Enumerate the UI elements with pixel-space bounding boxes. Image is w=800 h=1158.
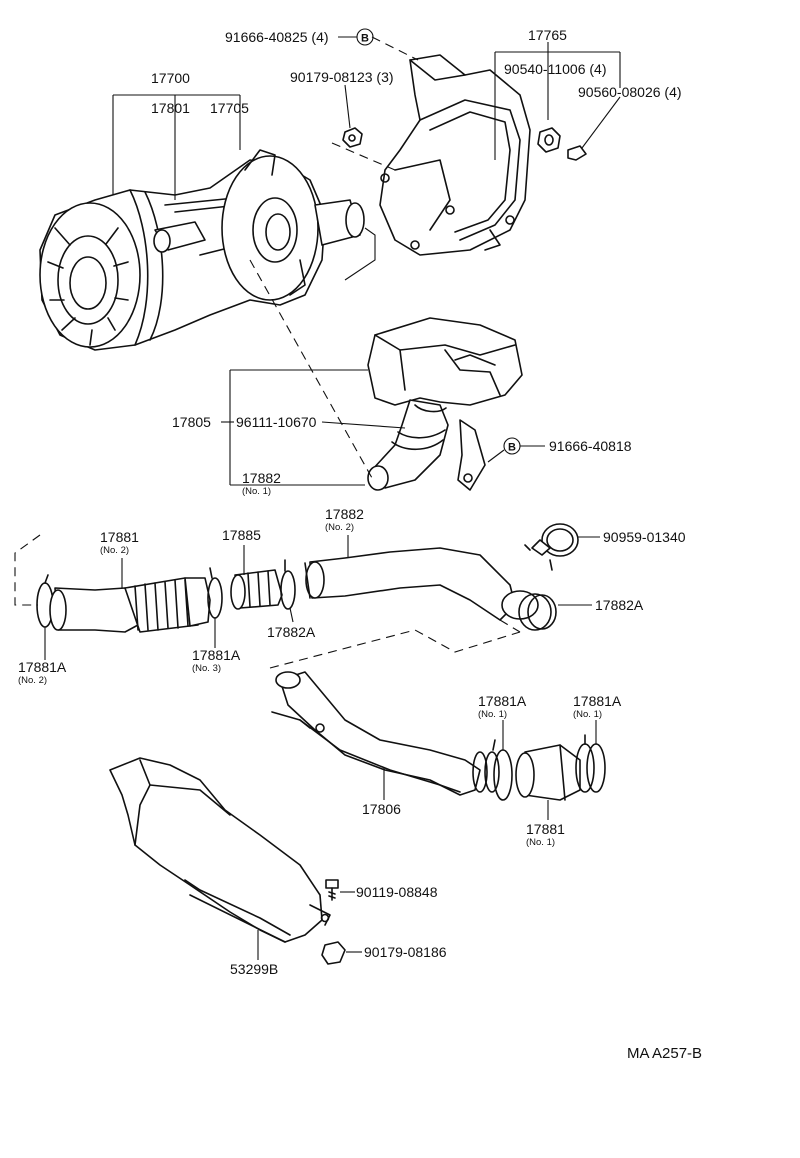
label-17806: 17806: [362, 801, 401, 817]
callout-b-top-letter: B: [361, 33, 369, 45]
label-91666-40818: 91666-40818: [549, 438, 632, 454]
label-90119-08848: 90119-08848: [356, 884, 438, 900]
label-17881-no2: 17881: [100, 529, 139, 545]
labels: 91666-40825 (4) 17765 90179-08123 (3) 90…: [18, 27, 702, 1062]
label-17881A-no3-sub: (No. 3): [192, 663, 221, 674]
label-90560-08026: 90560-08026 (4): [578, 84, 682, 100]
air-cleaner-assembly: [39, 149, 376, 351]
label-17700: 17700: [151, 70, 190, 86]
air-guide-53299B: [109, 757, 331, 943]
label-17881A-no1-left-sub: (No. 1): [478, 709, 507, 720]
resonator-17805: [367, 317, 523, 491]
hose-17882-no2: [304, 547, 557, 631]
leader-lines: [44, 36, 621, 960]
label-17881A-no2-sub: (No. 2): [18, 675, 47, 686]
clamp-90959-01340: [524, 523, 579, 571]
bracket-17765: [379, 54, 531, 256]
label-17705: 17705: [210, 100, 249, 116]
callout-b-mid: B: [503, 437, 521, 455]
label-90179-08123: 90179-08123 (3): [290, 69, 394, 85]
label-90959-01340: 90959-01340: [603, 529, 686, 545]
label-17881-no1-sub: (No. 1): [526, 837, 555, 848]
callout-b-mid-letter: B: [508, 442, 516, 454]
hose-17881-no2: [36, 567, 223, 633]
label-17881-no1: 17881: [526, 821, 565, 837]
label-17882A-right: 17882A: [595, 597, 644, 613]
label-17882-no1: 17882: [242, 470, 281, 486]
label-17765: 17765: [528, 27, 567, 43]
label-17881-no2-sub: (No. 2): [100, 545, 129, 556]
label-17882A-mid: 17882A: [267, 624, 316, 640]
label-17881A-no1-right: 17881A: [573, 693, 622, 709]
label-17882-no2: 17882: [325, 506, 364, 522]
label-17881A-no2: 17881A: [18, 659, 67, 675]
label-96111-10670: 96111-10670: [236, 414, 317, 430]
duct-17806: [271, 671, 500, 796]
label-17801: 17801: [151, 100, 190, 116]
hose-17881-no1: [492, 734, 606, 801]
label-17881A-no1-left: 17881A: [478, 693, 527, 709]
label-91666-40825: 91666-40825 (4): [225, 29, 329, 45]
label-17805: 17805: [172, 414, 211, 430]
label-17882-no1-sub: (No. 1): [242, 486, 271, 497]
hose-17885: [230, 559, 296, 610]
label-17881A-no3: 17881A: [192, 647, 241, 663]
hardware-top: [342, 127, 587, 161]
diagram-reference: MA A257-B: [627, 1045, 702, 1062]
label-90540-11006: 90540-11006 (4): [504, 61, 606, 77]
label-17882-no2-sub: (No. 2): [325, 522, 354, 533]
label-17881A-no1-right-sub: (No. 1): [573, 709, 602, 720]
dashed-connectors: [14, 36, 521, 669]
callout-b-top: B: [356, 28, 374, 46]
hardware-bottom: [321, 879, 346, 965]
label-90179-08186: 90179-08186: [364, 944, 447, 960]
label-17885: 17885: [222, 527, 261, 543]
label-53299B: 53299B: [230, 961, 278, 977]
